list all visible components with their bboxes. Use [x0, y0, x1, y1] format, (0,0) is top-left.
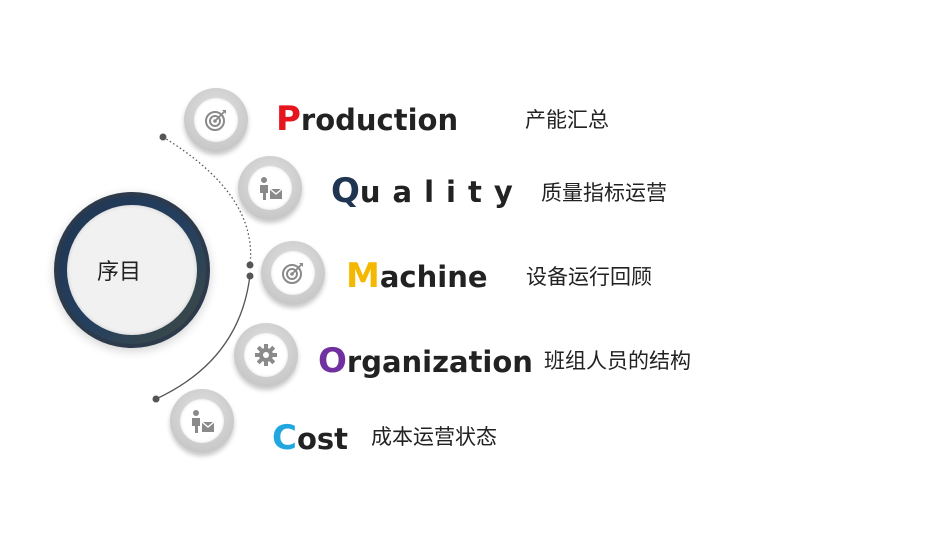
quality-badge[interactable] — [238, 156, 302, 220]
quality-title: Quality — [331, 174, 525, 208]
machine-title: Machine — [346, 259, 488, 293]
center-inner: 序目 — [67, 205, 197, 335]
target-icon — [282, 263, 303, 284]
center-circle: 序目 — [54, 192, 210, 348]
machine-description: 设备运行回顾 — [526, 265, 652, 289]
production-badge[interactable] — [184, 88, 248, 152]
quality-description: 质量指标运营 — [541, 181, 667, 205]
cost-description: 成本运营状态 — [371, 425, 497, 449]
center-title: 序目 — [96, 260, 141, 285]
quality-rest: uality — [359, 175, 525, 209]
center-ring: 序目 — [58, 196, 206, 344]
cost-badge[interactable] — [170, 389, 234, 453]
organization-initial: O — [318, 341, 347, 381]
cost-initial: C — [272, 418, 297, 458]
cost-badge-inner — [180, 399, 224, 443]
production-description: 产能汇总 — [525, 108, 609, 132]
organization-badge[interactable] — [234, 323, 298, 387]
quality-initial: Q — [331, 171, 360, 211]
organization-badge-inner — [244, 333, 288, 377]
organization-title: Organization — [318, 344, 533, 378]
production-rest: roduction — [300, 103, 459, 137]
production-badge-inner — [194, 98, 238, 142]
machine-badge[interactable] — [261, 241, 325, 305]
worker-icon — [260, 177, 283, 200]
production-initial: P — [276, 99, 301, 139]
quality-badge-inner — [248, 166, 292, 210]
production-title: Production — [276, 102, 458, 136]
worker-icon — [192, 410, 215, 433]
cost-rest: ost — [296, 422, 349, 456]
target-icon — [205, 110, 226, 131]
gear-icon — [255, 344, 277, 366]
organization-description: 班组人员的结构 — [544, 349, 691, 373]
organization-rest: rganization — [346, 345, 533, 379]
machine-initial: M — [346, 256, 380, 296]
machine-rest: achine — [379, 260, 488, 294]
machine-badge-inner — [271, 251, 315, 295]
cost-title: Cost — [272, 421, 348, 455]
